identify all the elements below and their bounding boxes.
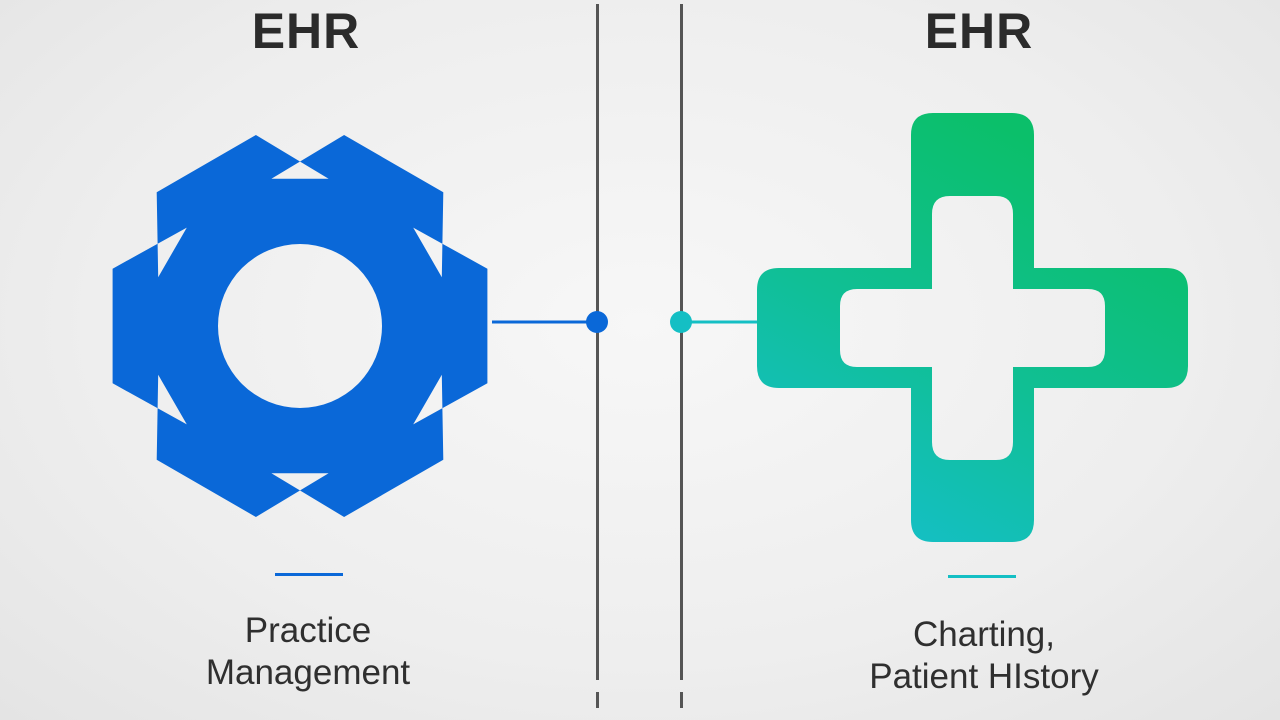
divider-left-line (596, 4, 599, 680)
medical-cross-icon (757, 113, 1188, 542)
left-title: EHR (251, 3, 361, 59)
right-title: EHR (924, 3, 1034, 59)
left-underline (275, 573, 343, 576)
right-caption: Charting, Patient HIstory (784, 614, 1184, 698)
right-caption-line2: Patient HIstory (869, 657, 1099, 696)
divider-right-line-tail (680, 692, 683, 708)
left-caption-line2: Management (205, 653, 411, 692)
left-connector-dot (586, 311, 608, 333)
left-caption: Practice Management (108, 610, 508, 694)
right-underline (948, 575, 1016, 578)
right-connector-dot (670, 311, 692, 333)
right-caption-line1: Charting, (912, 615, 1056, 654)
left-caption-line1: Practice (244, 611, 372, 650)
divider-left-line-tail (596, 692, 599, 708)
divider-right-line (680, 4, 683, 680)
gear-icon (112, 135, 488, 517)
